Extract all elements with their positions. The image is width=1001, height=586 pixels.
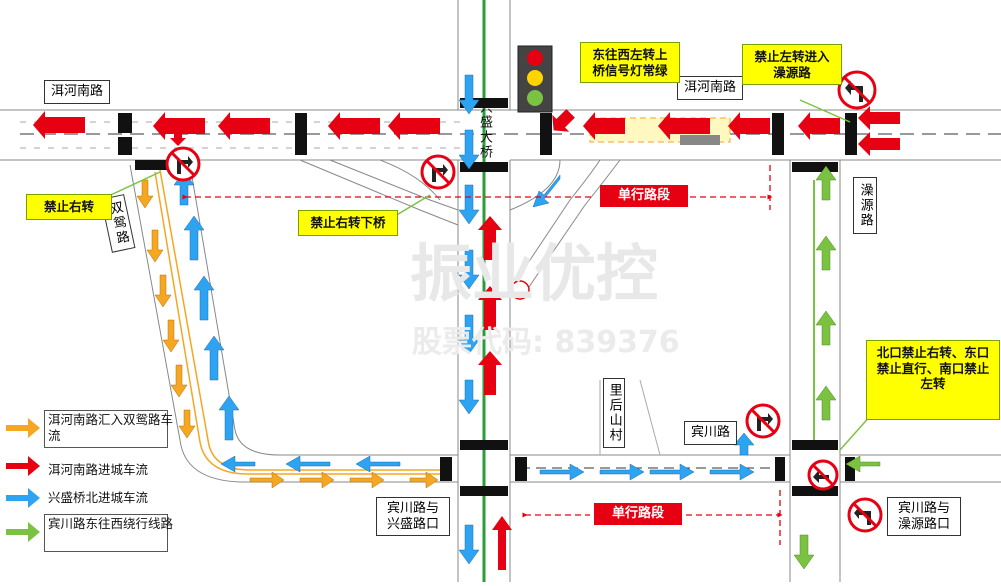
note-no-left-into: 禁止左转进入澡源路 xyxy=(742,44,842,86)
legend-item-blue: 兴盛桥北进城车流 xyxy=(4,484,174,518)
traffic-light-icon xyxy=(517,45,553,113)
no-right-turn-binchuan-icon xyxy=(745,403,781,439)
marker-circle xyxy=(510,280,530,300)
red-arrow-icon xyxy=(6,456,40,476)
zebra-crossings xyxy=(118,98,857,496)
red-northbound-arrows xyxy=(478,216,512,570)
road-xingsheng-bridge xyxy=(457,0,511,582)
legend-frame xyxy=(44,514,168,552)
one-way-markers xyxy=(182,165,783,545)
red-westbound-arrows xyxy=(33,106,900,156)
note-no-right-turn-bridge: 禁止右转下桥 xyxy=(298,210,398,236)
no-left-turn-icon xyxy=(837,70,877,110)
blue-flow-arrows xyxy=(173,74,755,565)
watermark-sub: 股票代码: 839376 xyxy=(412,325,680,360)
green-arrow-icon xyxy=(6,522,40,542)
note-no-right-turn: 禁止右转 xyxy=(26,194,112,220)
label-erhe-south-right: 洱河南路 xyxy=(677,76,744,100)
label-xingsheng-bridge: 兴盛大桥 xyxy=(476,100,492,160)
road-binchuan xyxy=(510,454,1001,483)
road-lihoushan xyxy=(599,379,661,456)
note-signal-green: 东往西左转上桥信号灯常绿 xyxy=(580,42,680,84)
label-zaoyuan: 澡源路 xyxy=(853,177,877,234)
legend-item-red: 洱河南路进城车流 xyxy=(4,456,174,490)
orange-flow-arrows xyxy=(136,179,439,489)
one-way-bottom: 单行路段 xyxy=(594,503,682,525)
legend-label: 宾川路东往西绕行线路 xyxy=(48,516,174,531)
legend-label: 洱河南路汇入双鸳路车流 xyxy=(48,412,174,443)
legend-item-orange: 洱河南路汇入双鸳路车流 xyxy=(4,410,174,448)
label-binchuan-road: 宾川路 xyxy=(684,421,738,445)
orange-arrow-icon xyxy=(6,418,40,438)
no-right-turn-bridge-icon xyxy=(420,154,456,190)
road-shuangyuan xyxy=(129,164,458,483)
blue-arrow-icon xyxy=(6,488,40,508)
road-zaoyuan xyxy=(789,160,841,582)
note-north-south-rules: 北口禁止右转、东口禁止直行、南口禁止左转 xyxy=(866,340,1000,420)
no-straight-icon xyxy=(807,459,839,491)
label-erhe-south-left: 洱河南路 xyxy=(44,80,111,104)
label-lihoushan: 里后山村 xyxy=(603,378,625,448)
bridge-ramps xyxy=(299,159,621,301)
green-flow-arrows xyxy=(793,165,881,570)
label-junction-binchuan-zaoyuan: 宾川路与澡源路口 xyxy=(887,497,961,537)
no-left-turn-south-icon xyxy=(847,497,883,533)
legend-label: 兴盛桥北进城车流 xyxy=(48,490,149,505)
label-junction-binchuan-xingsheng: 宾川路与兴盛路口 xyxy=(376,497,450,537)
legend-item-green: 宾川路东往西绕行线路 xyxy=(4,514,174,552)
watermark-main: 振业优控 xyxy=(410,237,658,310)
no-right-turn-icon xyxy=(165,146,201,182)
legend-frame xyxy=(44,410,168,448)
one-way-top: 单行路段 xyxy=(600,185,688,207)
legend-label: 洱河南路进城车流 xyxy=(48,462,149,477)
